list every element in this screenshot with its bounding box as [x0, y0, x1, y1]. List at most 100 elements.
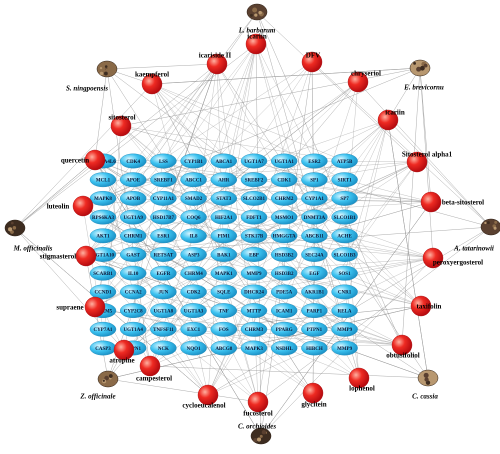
gene-label: UGT1A3 [184, 309, 204, 314]
herb-texture [421, 70, 426, 75]
network-edge [14, 83, 153, 229]
gene-node-shape [210, 284, 238, 300]
gene-label: EXC1 [187, 328, 201, 333]
network-edge [133, 329, 403, 346]
gene-node-shape [89, 190, 117, 206]
gene-label: SEC24A [305, 253, 324, 258]
gene-label: CHRM4 [184, 272, 203, 277]
gene-node: CHRM1 [119, 228, 147, 244]
gene-node-shape [180, 321, 207, 337]
gene-label: NQO1 [187, 347, 201, 352]
compound-node-atropine: atropine [109, 339, 135, 365]
gene-node: MSMO1 [271, 209, 298, 225]
gene-node-shape [240, 284, 268, 300]
gene-node-shape [150, 284, 177, 300]
gene-label: IL8 [190, 235, 198, 240]
gene-node: HIBCH [301, 340, 328, 356]
compound-node-chryseriol: chryseriol [347, 70, 381, 93]
network-edge [401, 67, 421, 346]
gene-node: CHRM2 [271, 190, 298, 206]
herb-node-a-tatarinowii: A. tatarinowii [453, 218, 500, 253]
herb-texture [261, 430, 267, 435]
gene-node: SIRT1 [331, 172, 358, 188]
gene-label: TNF [219, 309, 229, 314]
gene-node-shape [150, 172, 177, 188]
compound-node-kaempferol: kaempferol [135, 71, 169, 95]
gene-node: CYP1B1 [180, 153, 207, 169]
herb-texture [99, 66, 103, 70]
gene-node-shape [150, 340, 177, 356]
gene-node-shape [150, 265, 177, 281]
compound-node-obtusifoliol: obtusifoliol [386, 334, 420, 360]
gene-label: ICAM1 [276, 309, 293, 314]
network-edge [14, 43, 257, 229]
compound-node-peroxyergosterol: peroxyergosterol [422, 247, 483, 269]
gene-node-shape [119, 284, 147, 300]
gene-node: ATP5B [331, 153, 358, 169]
gene-node-shape [180, 153, 207, 169]
compound-node-shape [377, 109, 399, 131]
gene-node-shape [180, 284, 207, 300]
gene-node-shape [301, 172, 328, 188]
gene-label: APOE [126, 179, 141, 184]
gene-label: RPS6KA3 [92, 216, 114, 221]
herb-label: Z. officinale [79, 393, 115, 401]
gene-node: TNFSF11 [150, 321, 177, 337]
compound-node-dfv: DFV [301, 52, 323, 73]
gene-label: PDE5A [276, 291, 293, 296]
herb-label: A. tatarinowii [453, 245, 494, 253]
gene-node-shape [240, 190, 268, 206]
gene-label: SIRT1 [338, 179, 352, 184]
gene-node-shape [119, 190, 147, 206]
gene-label: SLCO1B1 [334, 216, 356, 221]
gene-label: SQLE [217, 291, 231, 296]
gene-label: SLCO1B3 [334, 253, 356, 258]
network-edge [387, 119, 492, 228]
gene-node: PDE5A [271, 284, 298, 300]
gene-label: CDK4 [126, 160, 140, 165]
gene-label: TNFSF11 [153, 328, 174, 333]
gene-node: SEC24A [301, 247, 328, 262]
gene-node-shape [331, 303, 358, 318]
gene-node: UGT1A10 [89, 247, 117, 262]
gene-node-shape [271, 247, 298, 262]
gene-label: DHCR24 [244, 291, 264, 296]
gene-node: CDK1 [271, 172, 298, 188]
network-edge [260, 201, 432, 437]
gene-node: APOE [119, 172, 147, 188]
herb-node-c-cassia: C. cassia [412, 369, 438, 401]
compound-node-shape [410, 295, 432, 317]
network-edge [102, 160, 432, 203]
gene-label: HIF2A1 [215, 216, 233, 221]
network-edge [344, 235, 422, 307]
compound-node-sitosterol-alpha1: Sitosterol alpha1 [402, 151, 453, 173]
gene-label: UGT1A7 [244, 160, 264, 165]
gene-node: HSD17B7 [150, 209, 177, 225]
network-edge [344, 179, 432, 203]
gene-node-shape [119, 209, 147, 225]
gene-node-shape [271, 321, 298, 337]
gene-node-shape [271, 284, 298, 300]
gene-node: HSD3B2 [271, 265, 298, 281]
network-edge [14, 159, 96, 229]
gene-node: TNF [210, 303, 238, 318]
gene-label: SOS1 [339, 272, 351, 277]
gene-node-shape [180, 172, 207, 188]
gene-label: SP1 [310, 179, 319, 184]
gene-node-shape [119, 228, 147, 244]
gene-label: SMAD2 [185, 197, 203, 202]
gene-node: MAPK3 [240, 340, 268, 356]
network-edge [256, 11, 418, 163]
gene-node-shape [180, 190, 207, 206]
gene-node: AHR [210, 172, 238, 188]
gene-label: IL10 [128, 272, 139, 277]
gene-node-shape [180, 228, 207, 244]
compound-node-shape [391, 334, 413, 356]
compound-node-shape [110, 115, 132, 137]
gene-label: MMP9 [247, 272, 262, 277]
compound-node-icariin-2: icariin [377, 109, 405, 131]
gene-node: AKR1B1 [301, 284, 328, 300]
gene-node-shape [89, 209, 117, 225]
gene-node: RPS6KA3 [89, 209, 117, 225]
gene-node: HIF2A1 [210, 209, 238, 225]
